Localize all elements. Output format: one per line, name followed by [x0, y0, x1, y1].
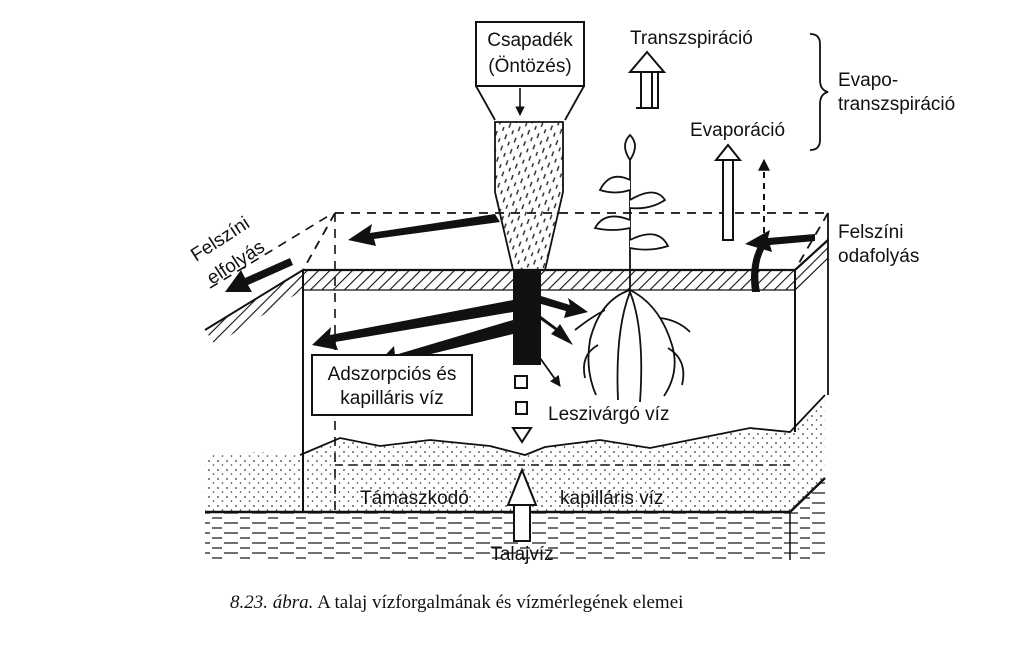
supported-capillary-label-right: kapilláris víz	[560, 488, 663, 509]
precipitation-funnel	[475, 21, 585, 444]
precipitation-box	[475, 21, 585, 87]
adsorption-label-line2: kapilláris víz	[340, 388, 443, 409]
flow-arrows	[225, 214, 815, 387]
precip-label-line1: Csapadék	[487, 30, 573, 51]
adsorption-label-line1: Adszorpciós és	[328, 364, 457, 385]
runon-label-line1: Felszíni	[838, 222, 903, 243]
transpiration-label: Transzspiráció	[630, 28, 753, 49]
capillary-fringe	[205, 394, 826, 512]
topsoil-layer	[303, 239, 829, 291]
plant	[574, 133, 691, 403]
evapotranspiration-label-line1: Evapo-	[838, 70, 898, 91]
evapotranspiration-brace	[809, 33, 829, 151]
figure-caption: 8.23. ábra. A talaj vízforgalmának és ví…	[230, 592, 683, 613]
percolation-label: Leszivárgó víz	[548, 404, 669, 425]
evapotranspiration-label-line2: transzspiráció	[838, 94, 955, 115]
supported-capillary-label-left: Támaszkodó	[360, 488, 469, 509]
runon-label-line2: odafolyás	[838, 246, 919, 267]
adsorption-box	[311, 354, 473, 416]
figure-caption-text: A talaj vízforgalmának és vízmérlegének …	[313, 592, 683, 613]
groundwater-label: Talajvíz	[490, 544, 553, 565]
vapor-arrows	[506, 50, 770, 542]
left-slope	[204, 214, 331, 345]
precip-label-line2: (Öntözés)	[488, 56, 571, 77]
figure-number: 8.23. ábra.	[230, 592, 313, 613]
soil-block	[302, 212, 829, 512]
evaporation-label: Evaporáció	[690, 120, 785, 141]
infiltration-column	[513, 270, 541, 365]
